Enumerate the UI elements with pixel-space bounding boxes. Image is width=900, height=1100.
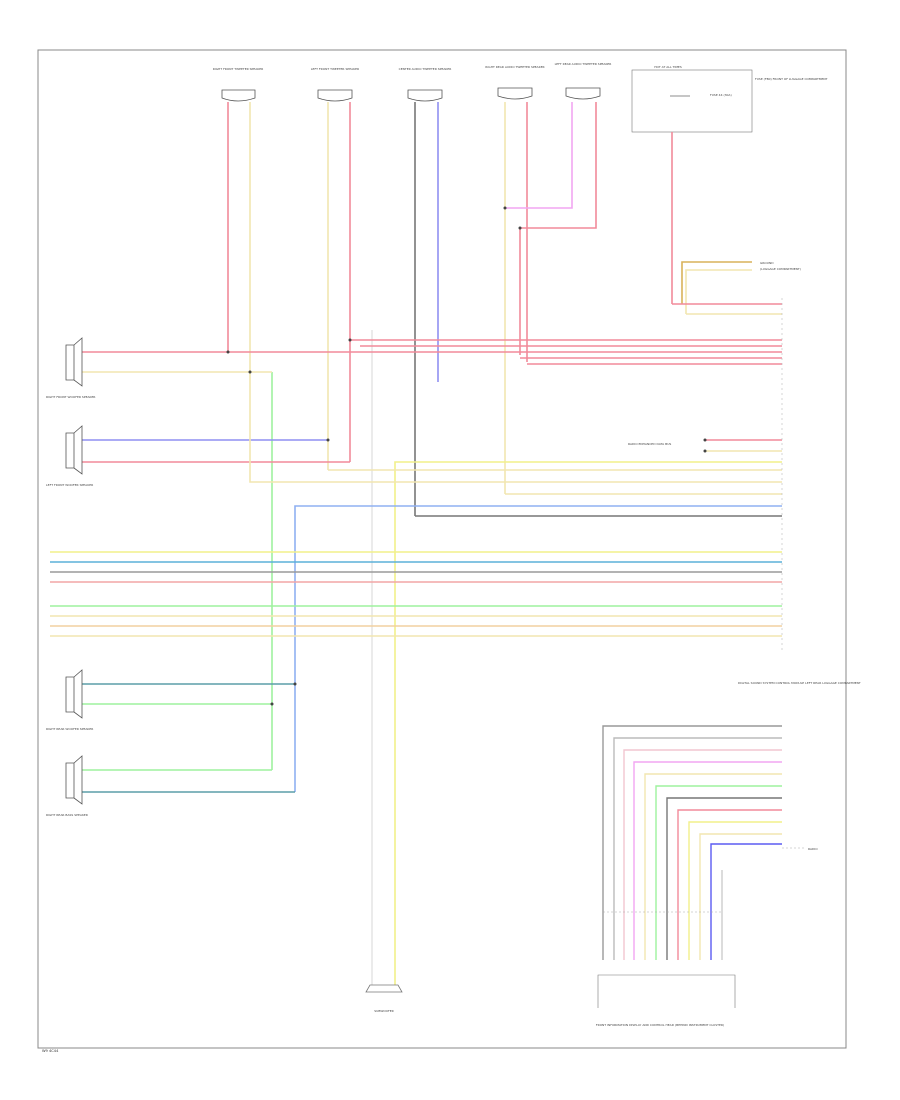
lr-tweeter-label: LEFT REAR AUDIO TWEETER SPEAKER bbox=[555, 62, 612, 66]
splice-points bbox=[226, 206, 707, 706]
wire-lr-tw-1 bbox=[505, 102, 573, 209]
fm-wire-6 bbox=[655, 785, 782, 960]
ground-label: GROUND bbox=[760, 261, 774, 265]
splice-dot bbox=[348, 338, 352, 342]
ground-sub-label: (LUGGAGE COMPARTMENT) bbox=[760, 267, 801, 271]
fm-wire-4 bbox=[633, 761, 782, 960]
left-speaker-wires bbox=[82, 683, 295, 793]
diagram-border bbox=[37, 49, 847, 1049]
fm-wire-5 bbox=[644, 773, 782, 960]
subwoofer-symbol bbox=[365, 984, 403, 993]
subwoofer: SUBWOOFER bbox=[365, 984, 403, 1013]
splice-dot bbox=[703, 449, 707, 453]
fm-wire-10 bbox=[699, 833, 782, 960]
fuse-box-title: HOT AT ALL TIMES bbox=[654, 65, 682, 69]
fm-wire-2 bbox=[613, 737, 782, 960]
radio-data-label: RADIO ENHANCED DATA BUS bbox=[628, 442, 671, 446]
rr-tweeter-symbol bbox=[497, 87, 533, 100]
rr-bass-symbol bbox=[65, 755, 83, 805]
fm-wire-9 bbox=[688, 821, 782, 960]
lf-tweeter-symbol bbox=[317, 89, 353, 102]
footer-code: W9 4C44 bbox=[42, 1049, 59, 1053]
fm-wire-8 bbox=[677, 809, 782, 960]
left-component-labels: RIGHT FRONT WOOFER SPEAKER LEFT FRONT WO… bbox=[46, 395, 96, 817]
rr-tweeter-label: RIGHT REAR AUDIO TWEETER SPEAKER bbox=[485, 65, 544, 69]
fuse-box: HOT AT ALL TIMES FUSE 44 (30A) FUSE (FB0… bbox=[631, 65, 828, 133]
splice-dot bbox=[518, 226, 522, 230]
lr-tweeter-symbol bbox=[565, 87, 601, 100]
lf-woofer-symbol bbox=[65, 425, 83, 475]
radio-label: RADIO bbox=[808, 847, 818, 851]
front-module-outline bbox=[597, 974, 736, 1008]
rr-woofer-symbol bbox=[65, 669, 83, 719]
rf-woofer-symbol bbox=[65, 337, 83, 387]
top-component-labels: RIGHT FRONT TWEETER SPEAKER LEFT FRONT T… bbox=[213, 62, 612, 71]
rr-bass-label: RIGHT REAR BASS SPEAKER bbox=[46, 813, 88, 817]
fm-wire-7 bbox=[666, 797, 782, 960]
horizontal-wires-top bbox=[82, 261, 782, 517]
splice-dot bbox=[270, 702, 274, 706]
splice-dot bbox=[503, 206, 507, 210]
splice-dot bbox=[226, 350, 230, 354]
splice-dot bbox=[248, 370, 252, 374]
top-speakers bbox=[221, 87, 601, 102]
rf-woofer-label: RIGHT FRONT WOOFER SPEAKER bbox=[46, 395, 96, 399]
front-module-wires bbox=[602, 725, 805, 960]
center-symbol bbox=[407, 89, 443, 102]
fuse-box-desc: FUSE (FB0) FRONT OF LUGGAGE COMPARTMENT bbox=[755, 77, 828, 81]
fuse-box-fuse: FUSE 44 (30A) bbox=[710, 93, 732, 97]
horizontal-wires-middle bbox=[50, 551, 782, 637]
vertical-wires bbox=[227, 102, 782, 985]
left-speakers bbox=[65, 337, 83, 805]
fm-wire-3 bbox=[623, 749, 782, 960]
rr-woofer-label: RIGHT REAR WOOFER SPEAKER bbox=[46, 727, 93, 731]
front-module-label: FRONT INFORMATION DISPLAY AND CONTROL HE… bbox=[596, 1023, 724, 1027]
wire-h-482 bbox=[249, 372, 782, 483]
subwoofer-label: SUBWOOFER bbox=[374, 1009, 393, 1013]
fm-wire-11 bbox=[710, 843, 782, 960]
fuse-box-frame bbox=[631, 69, 753, 133]
wire-rr-bass-2 bbox=[294, 505, 782, 792]
amplifier-connector: GROUND (LUGGAGE COMPARTMENT) RADIO ENHAN… bbox=[628, 261, 861, 685]
rf-tweeter-symbol bbox=[221, 89, 256, 102]
rf-tweeter-label: RIGHT FRONT TWEETER SPEAKER bbox=[213, 67, 264, 71]
splice-dot bbox=[703, 438, 707, 442]
lf-woofer-label: LEFT FRONT WOOFER SPEAKER bbox=[46, 483, 93, 487]
splice-dot bbox=[326, 438, 330, 442]
fm-wire-1 bbox=[602, 725, 782, 960]
amplifier-label: DIGITAL SOUND SYSTEM CONTROL MODULE LEFT… bbox=[738, 681, 861, 685]
wire-ground-1 bbox=[681, 261, 752, 304]
wire-subwoofer-2 bbox=[394, 461, 782, 985]
splice-dot bbox=[293, 682, 297, 686]
wire-ground-2 bbox=[685, 269, 752, 314]
center-label: CENTER AUDIO TWEETER SPEAKER bbox=[399, 67, 452, 71]
wire-lr-tw-2 bbox=[519, 102, 597, 355]
lf-tweeter-label: LEFT FRONT TWEETER SPEAKER bbox=[311, 67, 359, 71]
